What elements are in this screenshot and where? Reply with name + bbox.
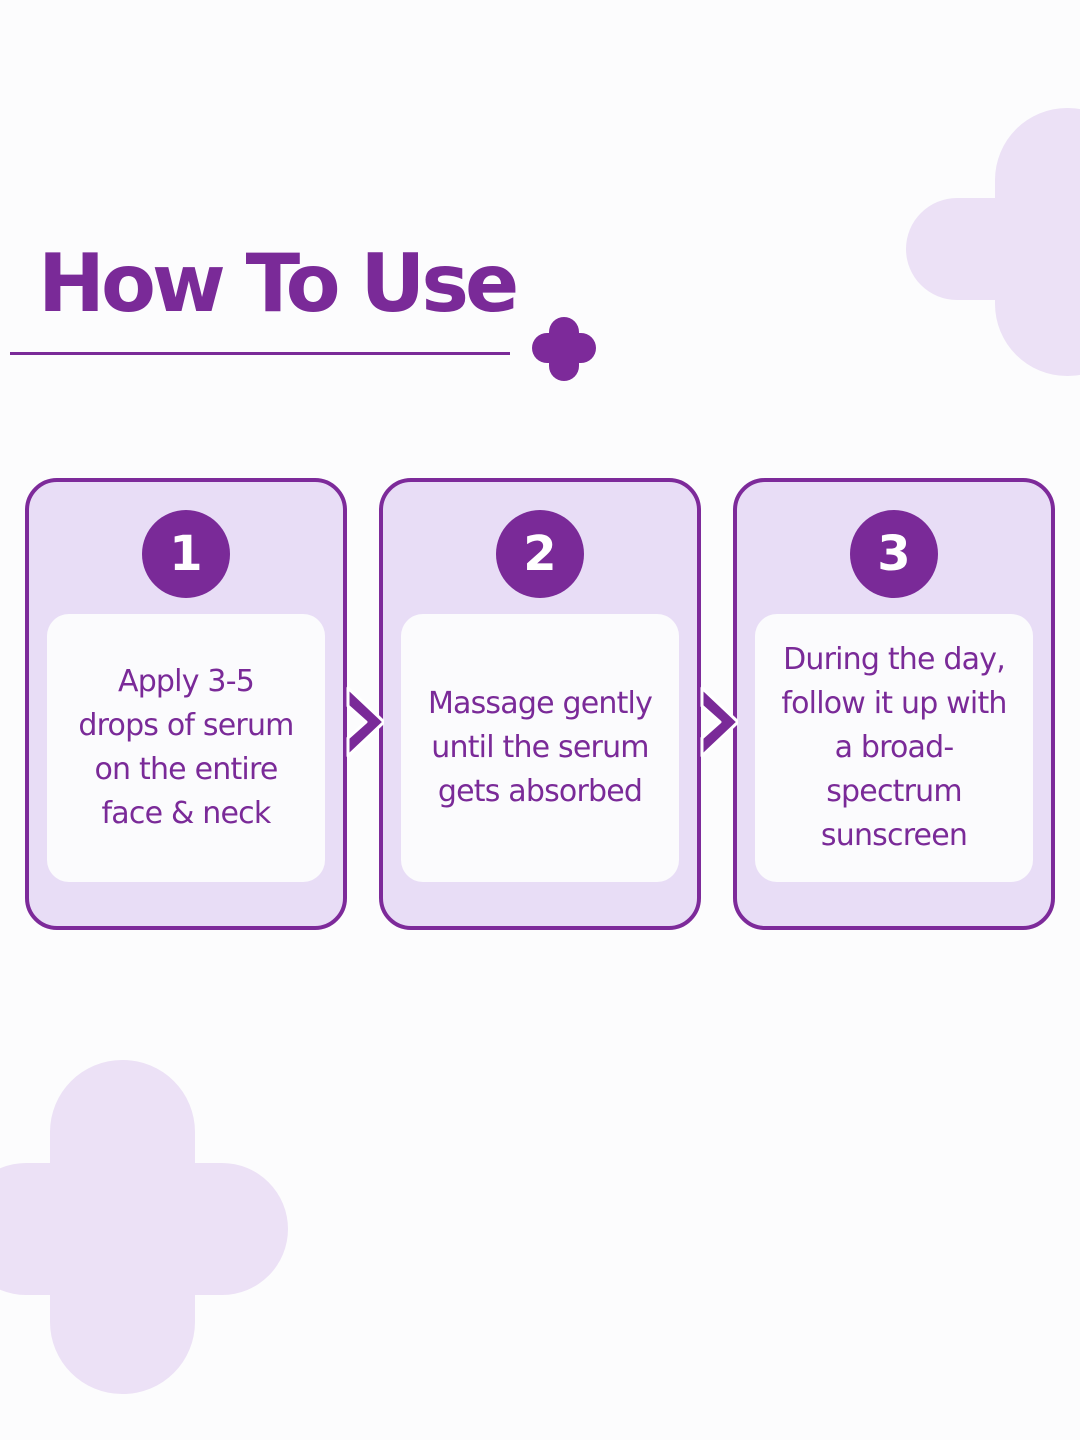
step-card-3: 3 During the day, follow it up with a br…	[733, 478, 1055, 930]
step-content-box: Apply 3-5 drops of serum on the entire f…	[47, 614, 325, 882]
step-number-badge: 3	[850, 510, 938, 598]
chevron-right-icon	[700, 686, 738, 758]
page-title: How To Use	[38, 237, 519, 330]
step-content-box: Massage gently until the serum gets abso…	[401, 614, 679, 882]
step-description: Massage gently until the serum gets abso…	[427, 686, 653, 809]
step-card-1: 1 Apply 3-5 drops of serum on the entire…	[25, 478, 347, 930]
step-description: During the day, follow it up with a broa…	[781, 642, 1007, 853]
title-underline	[10, 352, 510, 355]
step-card-2: 2 Massage gently until the serum gets ab…	[379, 478, 701, 930]
step-number-badge: 1	[142, 510, 230, 598]
step-content-box: During the day, follow it up with a broa…	[755, 614, 1033, 882]
step-description: Apply 3-5 drops of serum on the entire f…	[78, 664, 294, 831]
chevron-right-icon	[346, 686, 384, 758]
step-number-badge: 2	[496, 510, 584, 598]
